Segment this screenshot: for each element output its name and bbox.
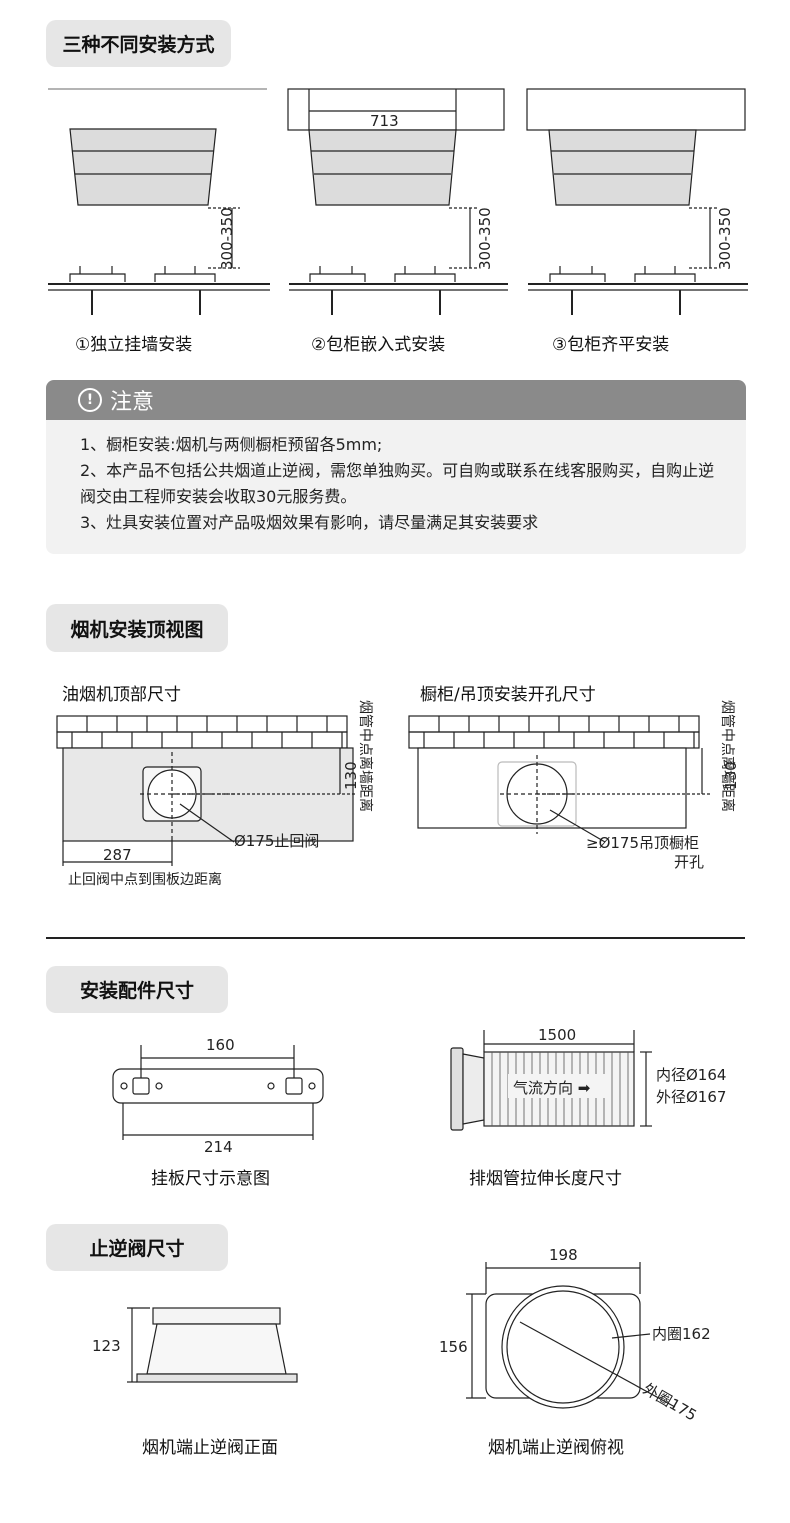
exclamation-icon: ! <box>78 388 102 412</box>
top-view-cabinet-hole <box>408 715 712 843</box>
notice-item-1: 1、橱柜安装:烟机与两侧橱柜预留各5mm; <box>80 435 383 454</box>
section-title-accessories: 安装配件尺寸 <box>46 966 228 1013</box>
exhaust-pipe <box>450 1030 652 1131</box>
caption-pipe: 排烟管拉伸长度尺寸 <box>469 1169 622 1189</box>
right-side-label: 烟管中点离墙距离 <box>719 700 735 812</box>
left-diagram-title: 油烟机顶部尺寸 <box>62 685 181 705</box>
section-title-check-valve: 止逆阀尺寸 <box>46 1224 228 1271</box>
left-dim-130: 130 <box>342 761 360 790</box>
hole-label-line2: 开孔 <box>674 853 705 871</box>
plate-dim-160: 160 <box>206 1036 235 1054</box>
caption-valve-top: 烟机端止逆阀俯视 <box>488 1438 624 1458</box>
valve-edge-distance-label: 止回阀中点到围板边距离 <box>68 872 222 888</box>
caption-valve-front: 烟机端止逆阀正面 <box>142 1438 278 1458</box>
notice-item-3: 3、灶具安装位置对产品吸烟效果有影响，请尽量满足其安装要求 <box>80 513 539 532</box>
install-diagram-flush <box>526 88 748 315</box>
valve-front-dim-123: 123 <box>92 1337 121 1355</box>
valve-top-dim-156: 156 <box>439 1338 468 1356</box>
dim-287: 287 <box>103 846 132 864</box>
install-diagram-builtin <box>287 88 508 315</box>
valve-label: Ø175止回阀 <box>234 832 320 850</box>
caption-plate: 挂板尺寸示意图 <box>151 1169 270 1189</box>
arrow-right-icon: ➡ <box>577 1079 591 1097</box>
dim-height-1: 300-350 <box>218 207 236 270</box>
pipe-dim-1500: 1500 <box>538 1026 577 1044</box>
inner-ring-label: 内圈162 <box>652 1325 711 1343</box>
valve-top-dim-198: 198 <box>549 1246 578 1264</box>
caption-flush: ③包柜齐平安装 <box>552 335 670 355</box>
dim-height-3: 300-350 <box>716 207 734 270</box>
hole-label-line1: ≥Ø175吊顶橱柜 <box>586 834 700 852</box>
right-dim-130: 130 <box>722 761 740 790</box>
mounting-plate <box>112 1045 324 1140</box>
dim-height-2: 300-350 <box>476 207 494 270</box>
notice-body: 1、橱柜安装:烟机与两侧橱柜预留各5mm; 2、本产品不包括公共烟道止逆阀，需您… <box>46 420 746 536</box>
notice-box: ! 注意 1、橱柜安装:烟机与两侧橱柜预留各5mm; 2、本产品不包括公共烟道止… <box>46 380 746 554</box>
left-side-label: 烟管中点离墙距离 <box>357 700 373 812</box>
section-title-top-view: 烟机安装顶视图 <box>46 604 228 652</box>
check-valve-front <box>127 1307 298 1383</box>
caption-wall-mount: ①独立挂墙安装 <box>75 335 193 355</box>
dim-713: 713 <box>370 112 399 130</box>
notice-header: ! 注意 <box>46 380 746 420</box>
notice-title: 注意 <box>110 390 155 415</box>
caption-builtin: ②包柜嵌入式安装 <box>311 335 446 355</box>
pipe-outer-diameter: 外径Ø167 <box>656 1088 727 1106</box>
airflow-text: 气流方向 <box>513 1079 574 1097</box>
section-title-install-methods: 三种不同安装方式 <box>46 20 231 67</box>
notice-item-2: 2、本产品不包括公共烟道止逆阀，需您单独购买。可自购或联系在线客服购买，自购止逆… <box>80 461 715 506</box>
pipe-inner-diameter: 内径Ø164 <box>656 1066 727 1084</box>
install-diagram-wall <box>48 88 270 315</box>
plate-dim-214: 214 <box>204 1138 233 1156</box>
check-valve-top <box>466 1262 676 1409</box>
airflow-label: 气流方向 ➡ <box>513 1077 590 1098</box>
right-diagram-title: 橱柜/吊顶安装开孔尺寸 <box>420 685 596 705</box>
top-view-hood <box>56 715 355 866</box>
